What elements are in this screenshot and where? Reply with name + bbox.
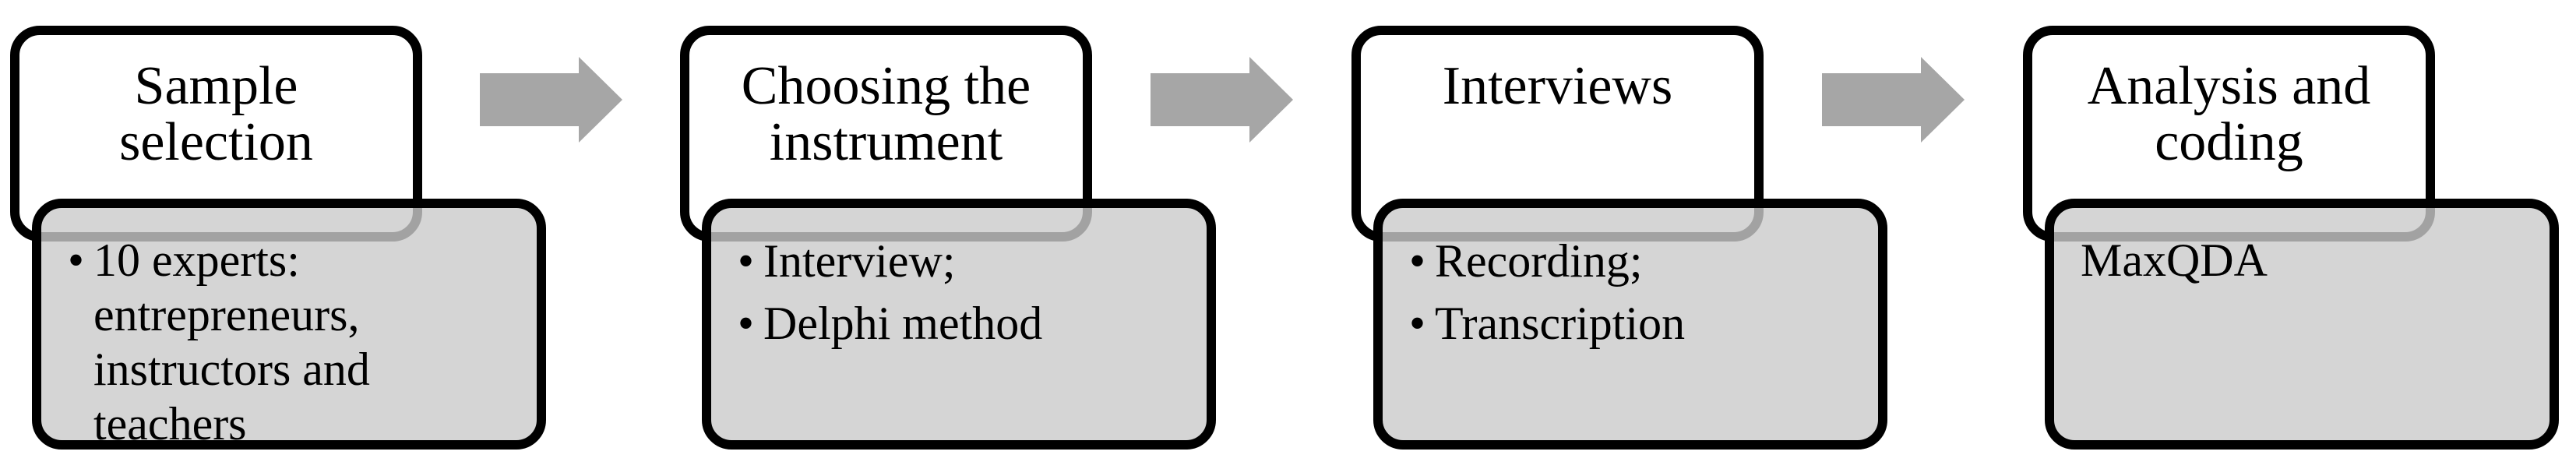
stage-analysis-and-coding: Analysis and coding MaxQDA (2023, 0, 2568, 476)
stage-detail-card: • Recording; • Transcription (1373, 199, 1887, 450)
bullet-icon: • (68, 234, 85, 286)
stage-title: Interviews (1442, 56, 1673, 116)
stage-detail-list: MaxQDA (2054, 208, 2550, 287)
list-item-text: 10 experts: entrepreneurs, instructors a… (93, 234, 370, 450)
arrow-shaft (1822, 73, 1921, 126)
stage-detail-card: • 10 experts: entrepreneurs, instructors… (32, 199, 546, 450)
bullet-icon: • (738, 298, 755, 349)
stage-detail-list: • Interview; • Delphi method (711, 208, 1207, 354)
arrow-head (1249, 57, 1293, 143)
list-item: MaxQDA (2081, 233, 2518, 287)
stage-title: Sample selection (119, 56, 313, 172)
list-item: • Interview; (738, 230, 1175, 292)
list-item-text: Interview; (763, 235, 956, 287)
stage-detail-list: • 10 experts: entrepreneurs, instructors… (41, 208, 537, 451)
stage-detail-card: • Interview; • Delphi method (702, 199, 1216, 450)
arrow-head (579, 57, 622, 143)
bullet-icon: • (1409, 235, 1426, 287)
arrow-shaft (1151, 73, 1249, 126)
list-item-text: MaxQDA (2081, 234, 2268, 286)
stage-choosing-the-instrument: Choosing the instrument • Interview; • D… (680, 0, 1225, 476)
list-item-text: Recording; (1435, 235, 1643, 287)
stage-detail-card: MaxQDA (2045, 199, 2559, 450)
arrow-head (1921, 57, 1965, 143)
bullet-icon: • (1409, 298, 1426, 349)
list-item-text: Delphi method (763, 298, 1043, 349)
list-item: • Delphi method (738, 292, 1175, 354)
flow-arrow-icon (480, 57, 622, 143)
list-item-text: Transcription (1435, 298, 1686, 349)
bullet-icon: • (738, 235, 755, 287)
arrow-shaft (480, 73, 579, 126)
stage-title: Choosing the instrument (741, 56, 1031, 172)
stage-title: Analysis and coding (2087, 56, 2371, 172)
stage-detail-list: • Recording; • Transcription (1383, 208, 1878, 354)
list-item: • Recording; (1409, 230, 1847, 292)
flow-arrow-icon (1822, 57, 1965, 143)
list-item: • Transcription (1409, 292, 1847, 354)
stage-interviews: Interviews • Recording; • Transcription (1351, 0, 1897, 476)
list-item: • 10 experts: entrepreneurs, instructors… (68, 233, 506, 451)
stage-sample-selection: Sample selection • 10 experts: entrepren… (10, 0, 555, 476)
flow-arrow-icon (1151, 57, 1293, 143)
